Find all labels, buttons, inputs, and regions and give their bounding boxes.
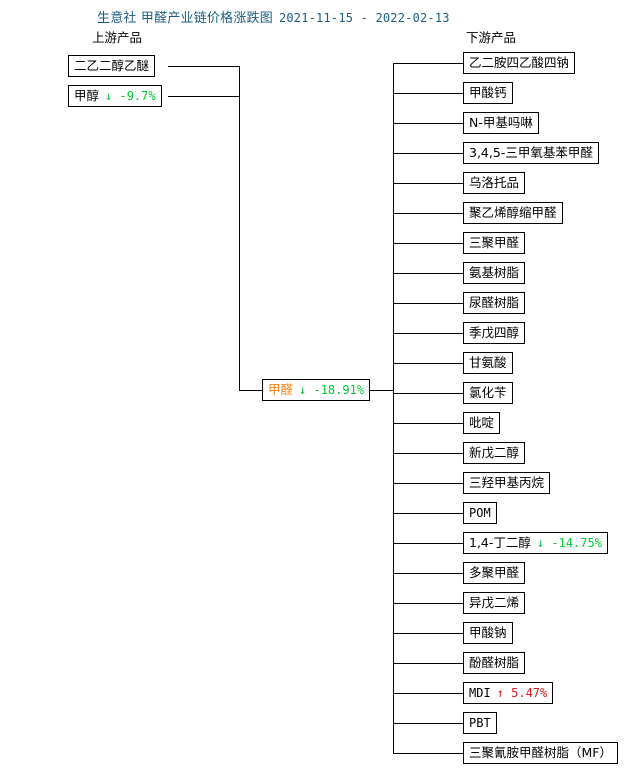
- product-node[interactable]: 甲酸钠: [463, 622, 513, 644]
- chart-title: 生意社 甲醛产业链价格涨跌图 2021-11-15 - 2022-02-13: [97, 7, 450, 26]
- product-node[interactable]: MDI ↑ 5.47%: [463, 682, 554, 704]
- product-node[interactable]: 乌洛托品: [463, 172, 526, 194]
- product-name: 多聚甲醛: [469, 565, 520, 580]
- product-node[interactable]: 聚乙烯醇缩甲醛: [463, 202, 563, 224]
- product-name: 氨基树脂: [469, 265, 520, 280]
- downstream-branch-line: [393, 663, 463, 664]
- downstream-branch-line: [393, 723, 463, 724]
- product-name: 异戊二烯: [469, 595, 520, 610]
- upstream-trunk-line: [239, 66, 240, 390]
- downstream-branch-line: [393, 333, 463, 334]
- product-name: 三羟甲基丙烷: [469, 475, 545, 490]
- product-node[interactable]: 二乙二醇乙醚: [68, 55, 156, 77]
- product-name: 乙二胺四乙酸四钠: [469, 55, 570, 70]
- product-name: POM: [469, 506, 491, 520]
- product-node[interactable]: 三聚氰胺甲醛树脂（MF）: [463, 742, 618, 764]
- product-name: 新戊二醇: [469, 445, 520, 460]
- product-node[interactable]: 酚醛树脂: [463, 652, 526, 674]
- center-to-downstream-line: [370, 390, 393, 391]
- product-name: 3,4,5-三甲氧基苯甲醛: [469, 145, 593, 160]
- downstream-branch-line: [393, 513, 463, 514]
- product-node[interactable]: 吡啶: [463, 412, 501, 434]
- upstream-column-heading: 上游产品: [92, 30, 143, 45]
- downstream-branch-line: [393, 543, 463, 544]
- downstream-branch-line: [393, 123, 463, 124]
- product-name: 甲醛: [268, 382, 294, 397]
- downstream-branch-line: [393, 393, 463, 394]
- downstream-branch-line: [393, 753, 463, 754]
- product-name: 甲酸钠: [469, 625, 507, 640]
- upstream-branch-line: [168, 96, 239, 97]
- product-name: 酚醛树脂: [469, 655, 520, 670]
- product-node[interactable]: 三羟甲基丙烷: [463, 472, 551, 494]
- downstream-branch-line: [393, 153, 463, 154]
- product-node[interactable]: PBT: [463, 712, 497, 734]
- downstream-branch-line: [393, 603, 463, 604]
- product-node[interactable]: 甘氨酸: [463, 352, 513, 374]
- downstream-branch-line: [393, 483, 463, 484]
- product-node[interactable]: N-甲基吗啉: [463, 112, 539, 134]
- product-name: 三聚甲醛: [469, 235, 520, 250]
- product-node[interactable]: 季戊四醇: [463, 322, 526, 344]
- price-change-up: ↑ 5.47%: [496, 686, 548, 700]
- product-name: 甘氨酸: [469, 355, 507, 370]
- downstream-branch-line: [393, 63, 463, 64]
- product-name: 乌洛托品: [469, 175, 520, 190]
- downstream-branch-line: [393, 573, 463, 574]
- downstream-branch-line: [393, 633, 463, 634]
- product-name: PBT: [469, 716, 491, 730]
- downstream-branch-line: [393, 693, 463, 694]
- chart-title-text: 生意社 甲醛产业链价格涨跌图: [97, 11, 273, 26]
- downstream-branch-line: [393, 363, 463, 364]
- price-change-down: ↓ -9.7%: [105, 89, 156, 103]
- product-name: 尿醛树脂: [469, 295, 520, 310]
- product-name: 甲醇: [74, 88, 100, 103]
- downstream-branch-line: [393, 93, 463, 94]
- product-name: MDI: [469, 686, 491, 700]
- product-node[interactable]: 多聚甲醛: [463, 562, 526, 584]
- product-name: N-甲基吗啉: [469, 115, 533, 130]
- product-node[interactable]: 乙二胺四乙酸四钠: [463, 52, 576, 74]
- product-node[interactable]: 氨基树脂: [463, 262, 526, 284]
- product-node[interactable]: 甲醛 ↓ -18.91%: [262, 379, 371, 401]
- price-change-down: ↓ -14.75%: [536, 536, 602, 550]
- downstream-branch-line: [393, 243, 463, 244]
- product-name: 二乙二醇乙醚: [74, 58, 150, 73]
- downstream-column-heading: 下游产品: [466, 30, 517, 45]
- downstream-branch-line: [393, 273, 463, 274]
- product-name: 甲酸钙: [469, 85, 507, 100]
- product-node[interactable]: 3,4,5-三甲氧基苯甲醛: [463, 142, 599, 164]
- downstream-branch-line: [393, 183, 463, 184]
- chart-date-range: 2021-11-15 - 2022-02-13: [278, 11, 450, 25]
- product-node[interactable]: 三聚甲醛: [463, 232, 526, 254]
- downstream-trunk-line: [393, 63, 394, 753]
- product-node[interactable]: 新戊二醇: [463, 442, 526, 464]
- product-name: 1,4-丁二醇: [469, 535, 531, 550]
- upstream-to-center-line: [239, 390, 262, 391]
- product-node[interactable]: 氯化苄: [463, 382, 513, 404]
- upstream-branch-line: [168, 66, 239, 67]
- downstream-branch-line: [393, 423, 463, 424]
- downstream-branch-line: [393, 303, 463, 304]
- product-name: 聚乙烯醇缩甲醛: [469, 205, 557, 220]
- product-name: 三聚氰胺甲醛树脂（MF）: [469, 745, 612, 760]
- product-node[interactable]: 甲醇 ↓ -9.7%: [68, 85, 162, 107]
- product-node[interactable]: 尿醛树脂: [463, 292, 526, 314]
- product-name: 氯化苄: [469, 385, 507, 400]
- product-name: 季戊四醇: [469, 325, 520, 340]
- product-node[interactable]: 甲酸钙: [463, 82, 513, 104]
- product-node[interactable]: POM: [463, 502, 497, 524]
- downstream-branch-line: [393, 453, 463, 454]
- product-name: 吡啶: [469, 415, 495, 430]
- downstream-branch-line: [393, 213, 463, 214]
- price-change-down: ↓ -18.91%: [299, 383, 365, 397]
- product-node[interactable]: 1,4-丁二醇 ↓ -14.75%: [463, 532, 608, 554]
- product-node[interactable]: 异戊二烯: [463, 592, 526, 614]
